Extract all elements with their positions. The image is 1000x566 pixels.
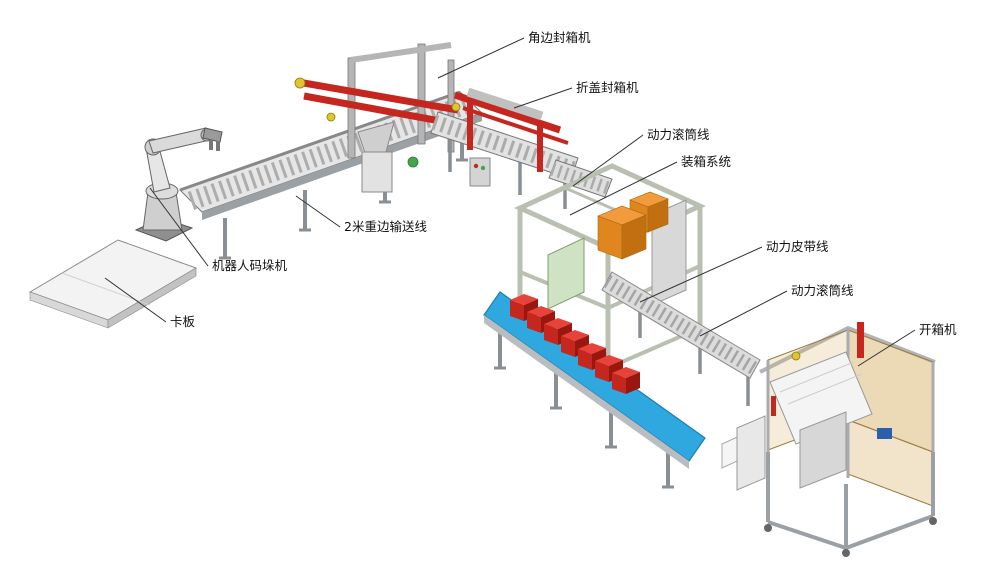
red-guide-rail [857,322,864,358]
leader-conveyor-2m [295,195,341,228]
leader-corner-sealer [437,37,525,79]
yellow-knob-icon [451,102,461,112]
label-flap-sealer: 折盖封箱机 [576,80,639,95]
label-pallet: 卡板 [170,314,196,329]
label-robot-palletizer: 机器人码垛机 [212,258,288,273]
leader-robot-palletizer [149,187,209,267]
label-belt-line: 动力皮带线 [766,239,829,254]
belt-conveyor [483,291,706,489]
flap-sealer-machine [430,87,579,209]
leader-lines [104,37,916,367]
leader-roller-line-2 [699,290,788,337]
pallet [28,239,198,329]
orange-carton-stack [597,191,669,260]
label-corner-sealer: 角边封箱机 [528,30,591,45]
label-roller-line-2: 动力滚筒线 [791,283,854,298]
roller-line-right [601,271,761,406]
leader-flap-sealer [513,87,573,109]
leader-belt-line [639,246,763,303]
carton-opener-machine [721,322,937,557]
leader-packing-system [569,161,678,216]
flap-sealer-red-frame [453,91,569,172]
label-carton-opener: 开箱机 [919,322,957,337]
label-conveyor-2m: 2米重边输送线 [344,219,427,234]
conveyor-2m [179,90,483,260]
robot-palletizer [134,127,223,242]
leader-roller-line-1 [572,134,644,187]
leader-carton-opener [857,329,916,367]
corner-sealer-machine [294,42,463,193]
leader-pallet [104,277,167,323]
labels: 角边封箱机 折盖封箱机 动力滚筒线 装箱系统 动力皮带线 动力滚筒线 开箱机 2… [170,30,957,337]
yellow-knob-icon [294,77,306,89]
yellow-knob-icon [326,112,336,122]
label-roller-line-1: 动力滚筒线 [647,127,710,142]
label-packing-system: 装箱系统 [681,154,731,169]
green-button-icon [407,156,419,168]
blue-drive-unit [877,428,892,439]
